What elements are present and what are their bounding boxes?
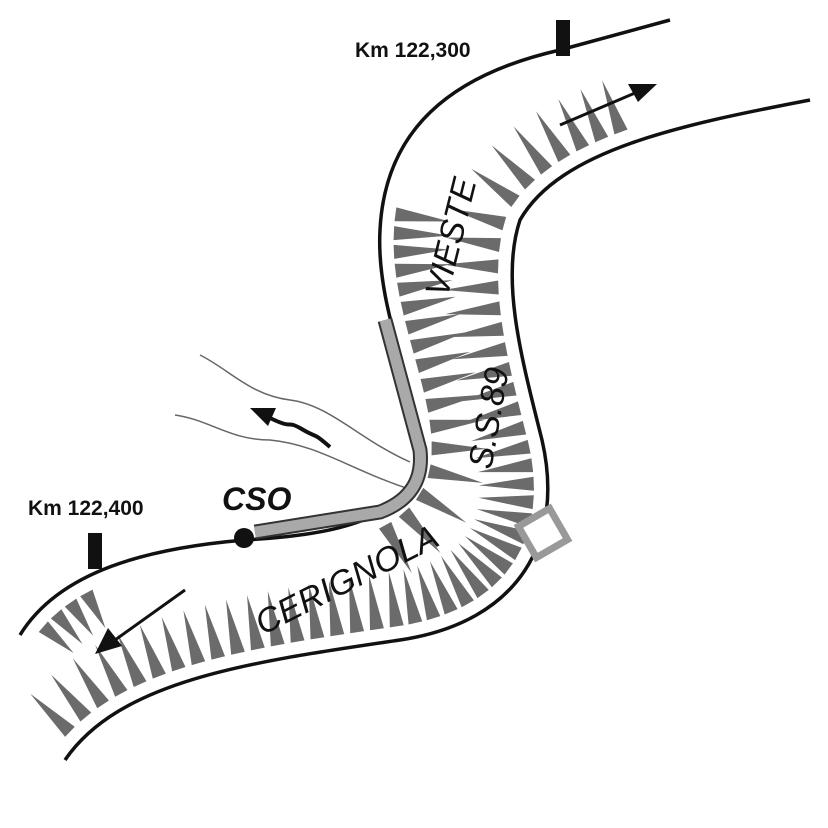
arrow-stream-flow — [250, 408, 332, 449]
slope-hachure-mark — [225, 599, 245, 655]
slope-hachure-mark — [461, 381, 517, 402]
slope-hachure-mark — [466, 401, 522, 422]
arrow-direction-cerignola — [95, 588, 186, 654]
slope-hachure-mark — [80, 589, 106, 629]
km-marker-top — [556, 20, 570, 56]
slope-hachure-mark — [456, 362, 512, 381]
km-label-top: Km 122,300 — [355, 39, 471, 62]
slope-hachure-mark — [473, 519, 529, 545]
stream-line-upper — [199, 354, 411, 463]
slope-hachure-mark — [417, 565, 441, 621]
slope-hachure-mark — [394, 263, 451, 278]
slope-hachure-mark — [267, 591, 285, 647]
slope-hachure-mark — [95, 645, 128, 697]
road-number-label: S.S.89 — [462, 364, 517, 471]
slope-hachure-mark — [368, 574, 384, 631]
slope-hachure-mark — [415, 351, 471, 373]
slope-hachure-mark — [477, 458, 534, 473]
arrow-direction-vieste — [559, 84, 657, 127]
slope-hachure-mark — [183, 610, 206, 666]
slope-hachure-mark — [393, 226, 449, 241]
slope-hachure-mark — [513, 126, 553, 175]
slope-hachure-mark — [50, 609, 83, 644]
slope-hachure-mark — [451, 209, 507, 231]
slope-hachure-mark — [397, 280, 453, 297]
km-marker-bottom — [88, 533, 102, 569]
slope-hachure-mark — [464, 535, 513, 575]
slope-hachure-mark — [458, 543, 502, 588]
slope-hachure-mark — [429, 561, 458, 615]
slope-hachure-mark — [349, 577, 365, 634]
slope-hachure-mark — [602, 80, 628, 135]
cso-label: CSO — [222, 481, 291, 517]
slope-hachure-mark — [38, 621, 74, 653]
slope-hachure-mark — [445, 237, 501, 252]
slope-hachure-mark — [398, 507, 441, 554]
slope-hachure-mark — [478, 476, 534, 491]
slope-hachure-mark — [64, 598, 94, 636]
slope-hachure-mark — [388, 571, 404, 628]
slope-hachure-mark — [491, 145, 536, 190]
slope-hachure-mark — [471, 168, 520, 207]
slope-hachure-mark — [288, 587, 305, 643]
slope-hachure-mark — [450, 549, 489, 599]
slope-hachure-mark — [580, 88, 609, 143]
km-label-bottom: Km 122,400 — [28, 497, 144, 520]
slope-hachure-mark — [452, 342, 508, 360]
slope-hachure-mark — [50, 674, 92, 722]
slope-hachure-mark — [400, 296, 456, 316]
slope-hachure-mark — [393, 244, 449, 259]
slope-hachure-mark — [30, 693, 75, 737]
slope-hachure-mark — [410, 332, 465, 354]
slope-hachure-mark — [328, 580, 345, 637]
slope-hachure-mark — [445, 301, 501, 316]
slope-hachure-mark — [72, 658, 109, 709]
slope-hachure-mark — [429, 419, 485, 434]
slope-hachure-mark — [378, 521, 412, 574]
slope-hachure-mark — [403, 569, 423, 625]
slope-hachure-mark — [420, 372, 476, 393]
slope-hachures — [30, 80, 628, 737]
slope-hachure-mark — [204, 604, 225, 660]
manhole-box — [513, 503, 573, 563]
road-edge-lower — [63, 98, 811, 761]
slope-hachure-mark — [475, 439, 531, 459]
slope-hachure-mark — [161, 616, 186, 672]
slope-hachure-mark — [443, 280, 499, 295]
slope-hachure-mark — [139, 624, 166, 679]
slope-hachure-mark — [440, 555, 474, 608]
slope-hachure-mark — [394, 207, 450, 222]
slope-hachure-mark — [117, 633, 147, 688]
slope-hachure-mark — [431, 441, 487, 456]
slope-hachure-mark — [415, 487, 467, 523]
drain-pipe-fill — [254, 318, 426, 538]
slope-hachure-mark — [471, 420, 527, 442]
slope-hachure-mark — [478, 495, 534, 510]
slope-hachure-mark — [427, 464, 483, 483]
road-edge-upper — [18, 18, 671, 636]
slope-hachure-mark — [448, 321, 504, 338]
slope-hachure-mark — [535, 111, 571, 163]
slope-hachure-mark — [558, 99, 590, 152]
slope-hachure-mark — [247, 595, 265, 651]
slope-hachure-mark — [469, 528, 522, 561]
slope-hachure-mark — [405, 314, 461, 335]
stream-line-lower — [174, 414, 413, 491]
cso-point — [234, 528, 254, 548]
slope-hachure-mark — [443, 259, 499, 274]
slope-hachure-mark — [308, 584, 325, 640]
